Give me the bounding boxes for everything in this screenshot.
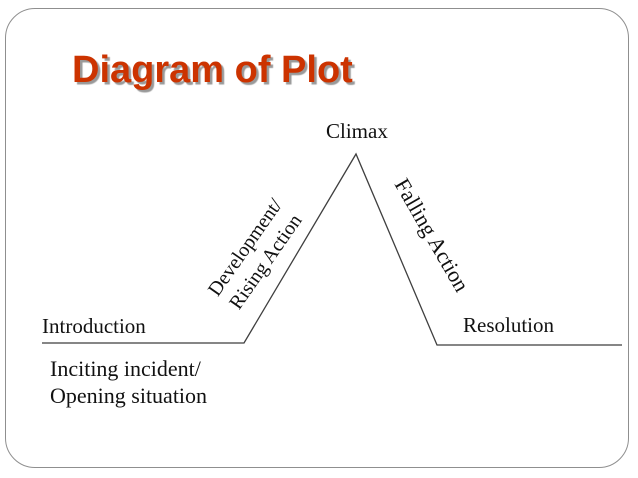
plot-pyramid-line xyxy=(42,152,622,346)
inciting-incident-label: Inciting incident/Opening situation xyxy=(50,355,207,409)
inciting-incident-label-line2: Opening situation xyxy=(50,383,208,408)
introduction-label: Introduction xyxy=(42,314,146,338)
climax-label: Climax xyxy=(326,119,388,143)
inciting-incident-label-line1: Inciting incident/ xyxy=(50,356,201,381)
slide-border xyxy=(5,8,629,468)
resolution-label: Resolution xyxy=(463,313,555,337)
slide-title: Diagram of Plot xyxy=(72,49,353,91)
